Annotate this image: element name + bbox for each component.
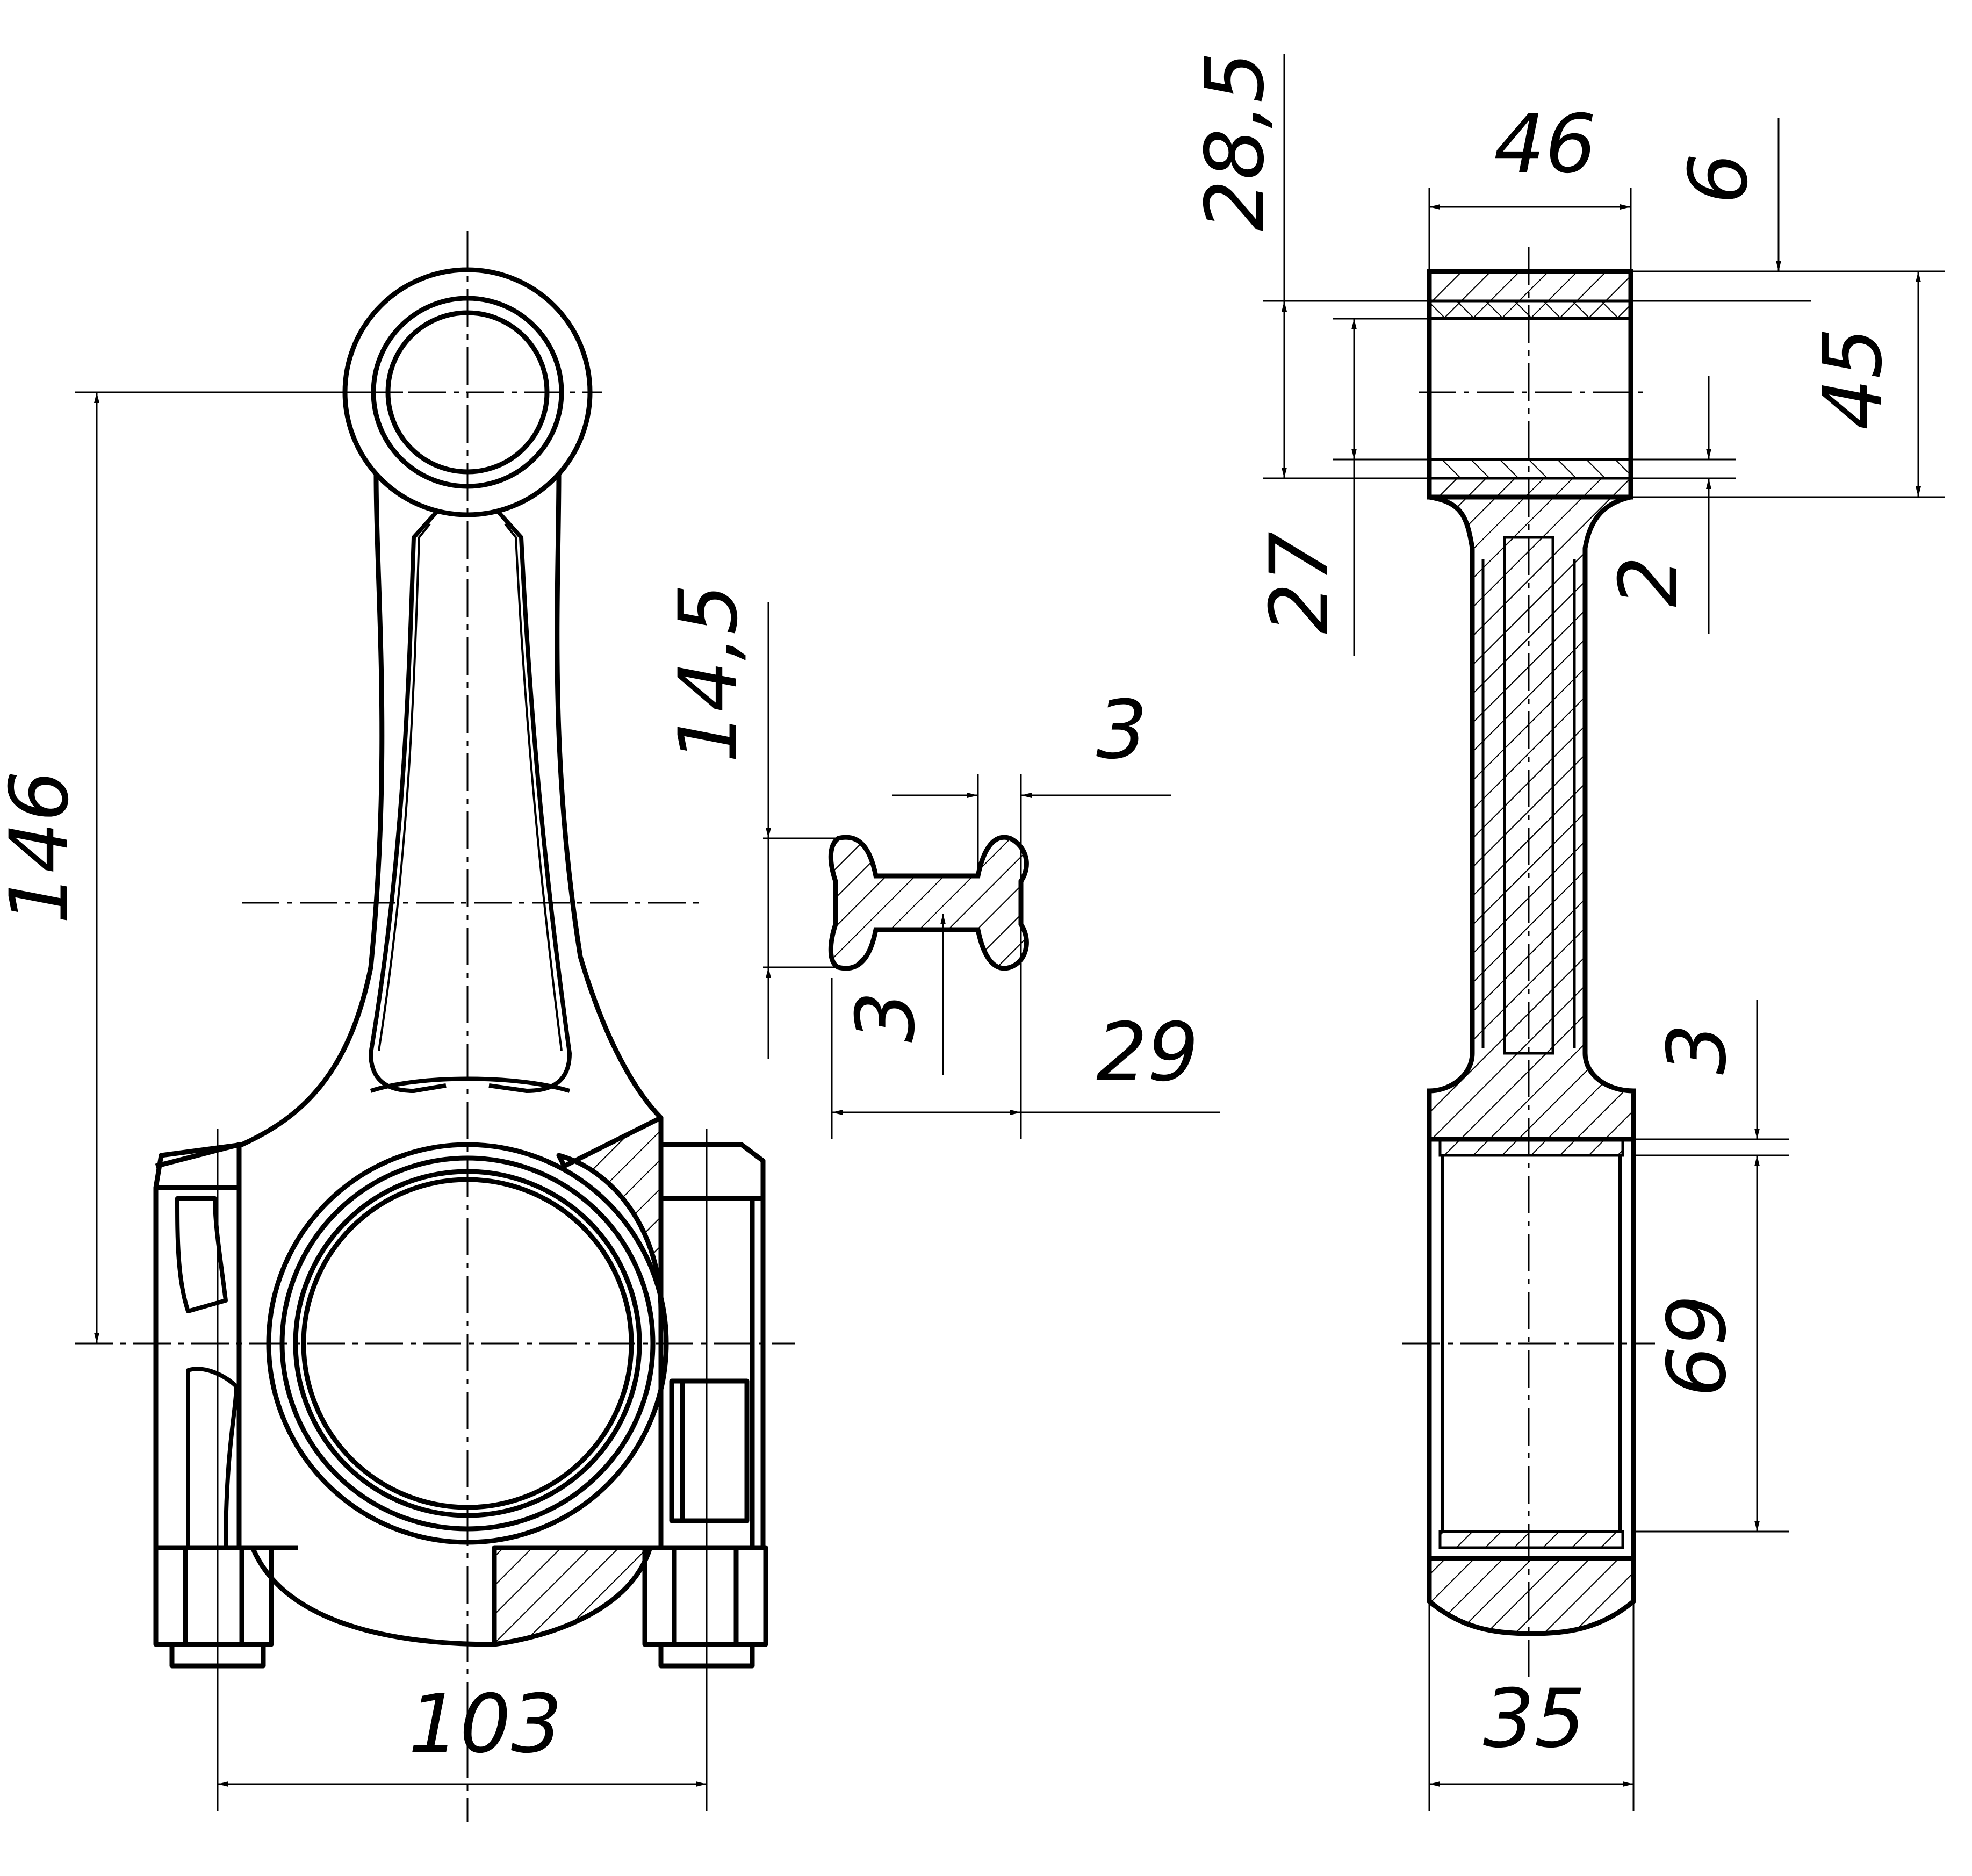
shank-outline [153,472,664,1550]
left-boss-cut-top [175,1196,228,1313]
side-view [1263,54,1945,1811]
dim-103-label: 103 [408,1678,562,1771]
big-end-rings [266,1142,669,1545]
dim-14-5-label: 14,5 [662,584,755,763]
dim-6-label: 6 [1672,153,1766,204]
big-end-cap [1427,1556,1636,1636]
big-end-right-boss [661,1142,766,1550]
big-end-section-bottom [492,1545,653,1647]
big-end-shell-top [1438,1138,1624,1157]
front-centerlines [75,231,795,1822]
dim-69-label: 69 [1651,1295,1744,1397]
shank-recess-right [488,509,572,1093]
dim-103 [217,1129,708,1811]
front-view [75,231,795,1822]
dim-28-5-label: 28,5 [1189,52,1282,231]
bush-top-inner [1428,299,1632,320]
dim-3-flange-label: 3 [1096,684,1147,777]
dim-27-label: 27 [1253,531,1347,634]
dim-3-web-label: 3 [839,991,933,1043]
dim-29-label: 29 [1096,1006,1199,1099]
dim-2-label: 2 [1602,556,1696,607]
shank-arch [370,1076,571,1093]
side-dims [1263,54,1945,1811]
shank-recess-left-inner [378,523,431,1051]
side-web [1503,536,1554,1055]
big-end-left-boss [155,1142,242,1548]
big-end-shell-bottom [1438,1530,1624,1549]
big-end-section-top [556,1115,664,1314]
dim-35-label: 35 [1483,1672,1586,1766]
shank-recess-left [369,509,447,1093]
bush-bottom-outer [1428,477,1632,499]
i-beam-dims [763,602,1220,1139]
big-end-block [1427,1137,1636,1561]
cap-lower [250,1547,495,1647]
bush-bottom [1428,458,1632,480]
dim-146-label: 146 [0,771,87,924]
shank-recess-right-inner [504,523,563,1051]
left-boss-cut-bottom [186,1367,239,1550]
dim-146 [75,391,403,1343]
dim-45-label: 45 [1807,327,1900,430]
dim-46-label: 46 [1494,98,1596,191]
dim-3-shell-label: 3 [1651,1024,1744,1075]
right-nut [642,1545,768,1669]
i-beam-section [763,602,1220,1139]
i-beam-profile [828,835,1029,971]
left-nut [153,1545,274,1669]
